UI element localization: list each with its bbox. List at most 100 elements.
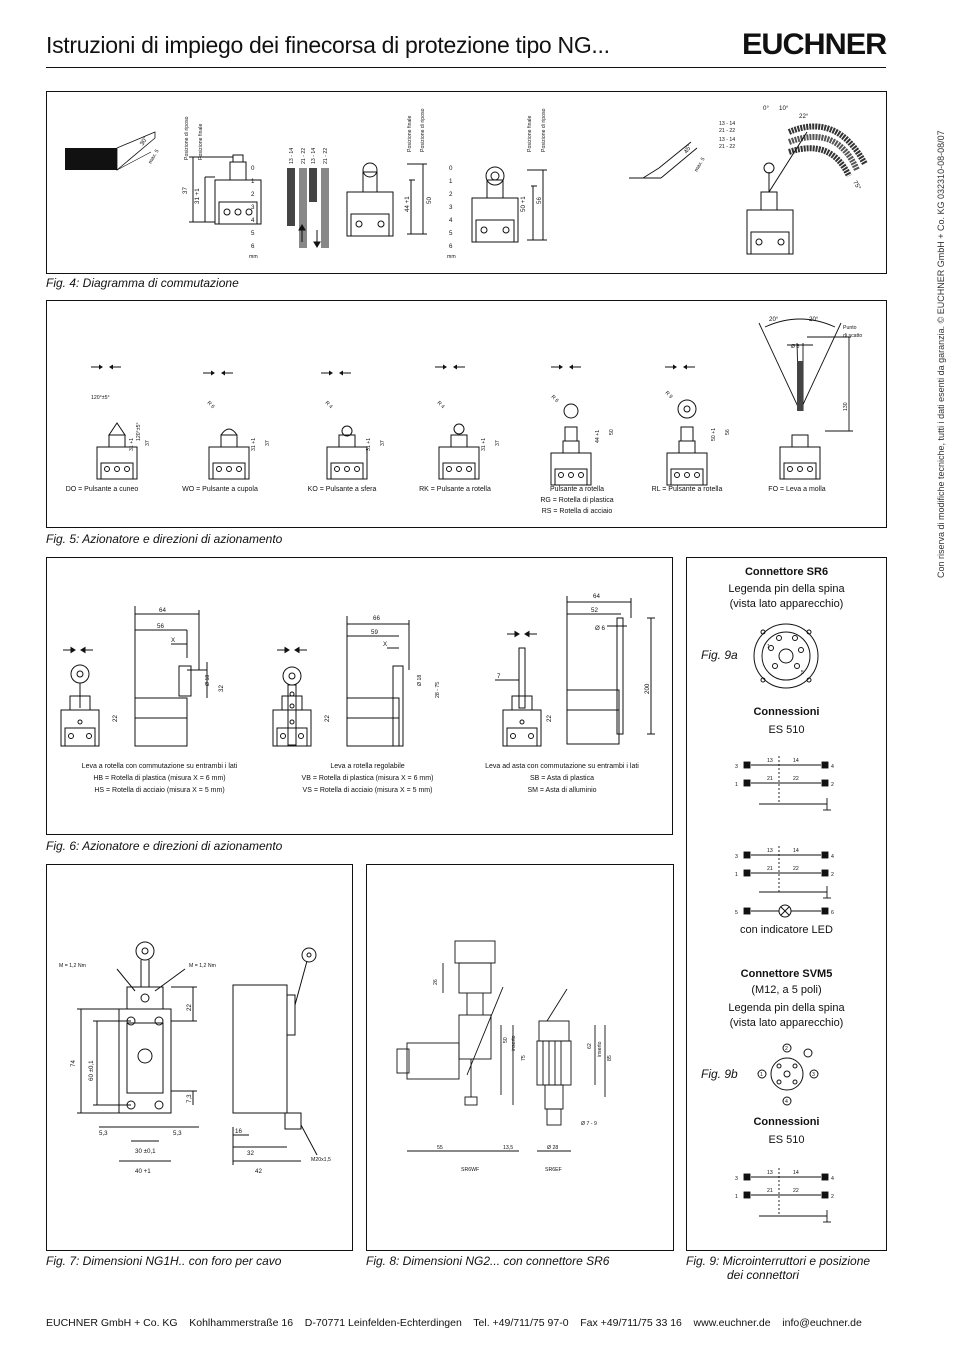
fig5-label-rg-sub2: RS = Rotella di acciaio	[541, 508, 613, 515]
svg-text:2: 2	[785, 1046, 788, 1052]
svg-text:22: 22	[112, 715, 119, 722]
svg-text:SR6WF: SR6WF	[461, 1167, 479, 1173]
svg-text:50: 50	[609, 429, 615, 435]
svg-text:3: 3	[449, 204, 453, 211]
svg-text:Posizione finale: Posizione finale	[407, 116, 413, 152]
svg-text:1: 1	[449, 178, 453, 185]
svg-text:2: 2	[831, 1194, 834, 1200]
svg-text:1: 1	[251, 178, 255, 185]
svg-text:50: 50	[503, 1037, 509, 1043]
svg-text:X: X	[383, 641, 387, 648]
svg-text:13: 13	[767, 758, 773, 764]
svg-text:32: 32	[247, 1150, 254, 1157]
svg-text:0: 0	[449, 165, 453, 172]
fig4-caption: Fig. 4: Diagramma di commutazione	[46, 276, 239, 290]
svg-text:31 +1: 31 +1	[481, 438, 487, 451]
svg-text:Ø 8: Ø 8	[791, 344, 799, 350]
svg-text:3: 3	[735, 854, 738, 860]
svg-text:1: 1	[735, 782, 738, 788]
svg-text:28 - 75: 28 - 75	[435, 682, 441, 698]
fig9-frame: Connettore SR6 Legenda pin della spina (…	[686, 557, 887, 1251]
connections-model-1: ES 510	[768, 724, 805, 736]
svg-text:mm: mm	[249, 254, 258, 260]
svg-text:3: 3	[251, 204, 255, 211]
svg-text:1: 1	[735, 872, 738, 878]
svg-text:21 - 22: 21 - 22	[301, 148, 307, 164]
svm5-legend-line2: (vista lato apparecchio)	[729, 1017, 844, 1029]
svg-text:SR6EF: SR6EF	[545, 1167, 562, 1173]
svg-text:7,3: 7,3	[186, 1094, 193, 1103]
sr6-title: Connettore SR6	[744, 566, 829, 578]
fig6-group1-l3: HS = Rotella di acciaio (misura X = 5 mm…	[94, 787, 225, 794]
fig5-label-do: DO = Pulsante a cuneo	[65, 486, 139, 493]
side-note: Con riserva di modifiche tecniche, tutti…	[936, 130, 946, 578]
svm5-legend-line1: Legenda pin della spina	[728, 1002, 845, 1014]
svg-text:32: 32	[218, 685, 225, 692]
svg-text:20°: 20°	[809, 316, 819, 323]
svg-text:16: 16	[235, 1128, 242, 1135]
fig4-frame: 30° max. 5 37 31 +1 Posizione di riposo …	[46, 91, 887, 274]
svg-text:14: 14	[793, 758, 799, 764]
svg-text:5: 5	[801, 670, 804, 676]
svg-text:mm: mm	[447, 254, 456, 260]
svg-text:5,3: 5,3	[99, 1130, 108, 1137]
svg-text:10°: 10°	[779, 105, 789, 112]
svg-text:Posizione finale: Posizione finale	[198, 124, 204, 160]
svg-text:22°: 22°	[799, 113, 809, 120]
fig5-label-rl: RL = Pulsante a rotella	[651, 486, 723, 493]
fig6-group2-l1: Leva a rotella regolabile	[330, 763, 405, 770]
svg-text:13 - 14: 13 - 14	[289, 148, 295, 164]
svg-text:120°±5°: 120°±5°	[91, 395, 110, 401]
page-footer: EUCHNER GmbH + Co. KG Kohlhammerstraße 1…	[46, 1317, 862, 1329]
led-note: con indicatore LED	[740, 924, 833, 936]
svg-text:1: 1	[760, 1072, 763, 1078]
fig7-frame: M = 1,2 Nm M = 1,2 Nm 74 60 ±0,1 22 7,3 …	[46, 864, 353, 1251]
svg-text:1: 1	[735, 1194, 738, 1200]
svg-text:5: 5	[251, 230, 255, 237]
fig8-dimension-drawing: 26 50 inserto 75 62 inserto 85 55 13,5 Ø…	[396, 940, 613, 1173]
svg-text:Posizione di riposo: Posizione di riposo	[420, 108, 426, 152]
svg-text:21 - 22: 21 - 22	[323, 148, 329, 164]
fig8-frame: 26 50 inserto 75 62 inserto 85 55 13,5 Ø…	[366, 864, 674, 1251]
svg-text:13: 13	[767, 1170, 773, 1176]
fig9-caption-line2: dei connettori	[727, 1268, 800, 1282]
svg-text:45°: 45°	[683, 143, 694, 155]
svg-text:4: 4	[449, 217, 453, 224]
svg-text:4: 4	[785, 1099, 788, 1105]
svg-text:di scatto: di scatto	[843, 333, 862, 339]
svg-text:31 +1: 31 +1	[129, 438, 135, 451]
header-rule	[46, 67, 886, 68]
svg-text:56: 56	[536, 197, 543, 204]
connections-title-2: Connessioni	[753, 1116, 820, 1128]
fig5-label-fo: FO = Leva a molla	[768, 486, 826, 493]
svg-text:Ø 7 - 9: Ø 7 - 9	[581, 1121, 597, 1127]
fig5-label-rk: RK = Pulsante a rotella	[419, 486, 491, 493]
svg-text:60 ±0,1: 60 ±0,1	[88, 1060, 95, 1081]
fig6-group1-l1: Leva a rotella con commutazione su entra…	[81, 763, 238, 770]
svg-text:M = 1,2 Nm: M = 1,2 Nm	[189, 963, 216, 969]
svg-text:21: 21	[767, 776, 773, 782]
svg-text:21: 21	[767, 866, 773, 872]
svg-text:13 - 14: 13 - 14	[719, 137, 735, 143]
svg-text:14: 14	[793, 848, 799, 854]
svg-text:44 +1: 44 +1	[595, 430, 601, 443]
fig6-levers: 64 56 X Ø 18 32 22 66 59 X Ø 18 28	[60, 593, 655, 747]
svg-text:2: 2	[251, 191, 255, 198]
svg-text:37: 37	[182, 187, 189, 194]
svg-text:30°: 30°	[139, 135, 150, 147]
svg-text:13,5: 13,5	[503, 1145, 513, 1151]
svg-text:50 +1: 50 +1	[711, 428, 717, 441]
svg-text:4: 4	[831, 764, 834, 770]
svg-text:2: 2	[449, 191, 453, 198]
svg-text:6: 6	[251, 243, 255, 250]
svg-text:R 4: R 4	[324, 400, 334, 410]
svg-text:20°: 20°	[769, 316, 779, 323]
svg-text:M = 1,2 Nm: M = 1,2 Nm	[59, 963, 86, 969]
connections-title-1: Connessioni	[753, 706, 820, 718]
svg-text:31 +1: 31 +1	[194, 188, 201, 204]
page-title: Istruzioni di impiego dei finecorsa di p…	[46, 32, 610, 58]
svg-text:26: 26	[433, 979, 439, 985]
svg-text:22: 22	[793, 1188, 799, 1194]
fig5-label-rg-sub1: RG = Rotella di plastica	[540, 497, 614, 504]
svg-text:52: 52	[591, 607, 598, 614]
